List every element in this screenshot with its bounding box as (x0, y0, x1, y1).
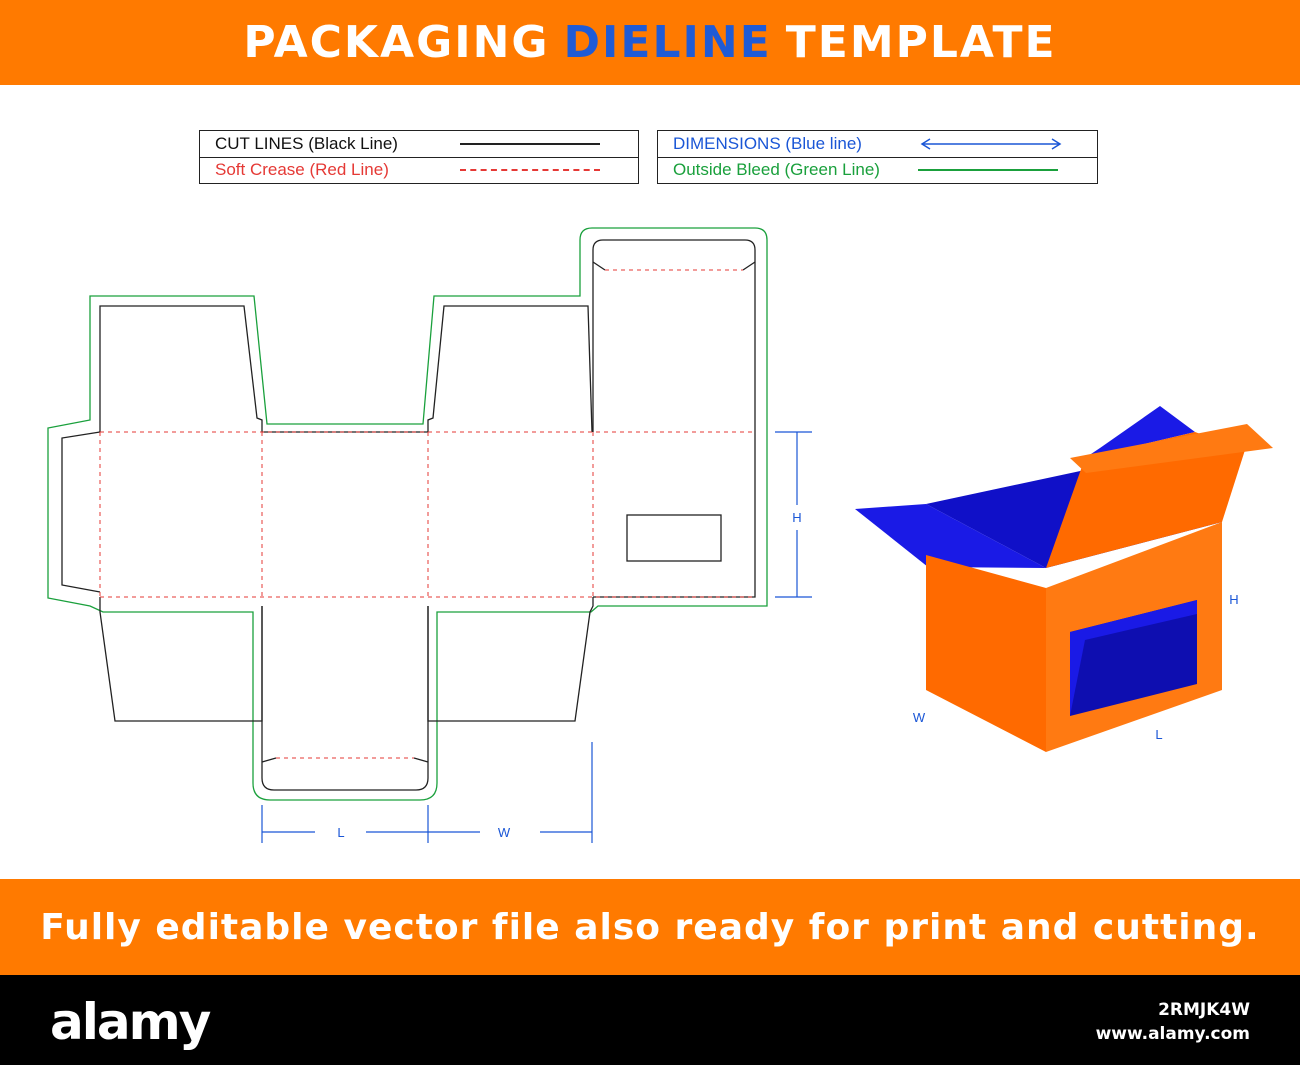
legend-row-bleed: Outside Bleed (Green Line) (658, 157, 1097, 183)
crease-lines (99, 269, 755, 759)
legend-row-cut: CUT LINES (Black Line) (200, 131, 638, 158)
title-part-1: PACKAGING (243, 17, 550, 68)
title-part-3: TEMPLATE (785, 17, 1057, 68)
cut-line-sample (460, 143, 600, 145)
title-banner: PACKAGING DIELINE TEMPLATE (0, 0, 1300, 85)
dimension-lines (261, 431, 812, 843)
watermark-bar (0, 975, 1300, 1065)
footer-text: Fully editable vector file also ready fo… (40, 906, 1260, 948)
crease-line-sample (460, 169, 600, 171)
legend-crease-label: Soft Crease (Red Line) (215, 160, 389, 179)
box-left-flap (855, 504, 1046, 568)
box-top-flap-edge (1070, 424, 1273, 473)
image-id: 2RMJK4W (1158, 1000, 1250, 1020)
box-3d-illustration (855, 406, 1273, 752)
legend-cut-label: CUT LINES (Black Line) (215, 134, 398, 153)
legend-row-dimensions: DIMENSIONS (Blue line) (658, 131, 1097, 158)
legend-right: DIMENSIONS (Blue line) Outside Bleed (Gr… (657, 130, 1098, 184)
dimension-label-h: H (792, 510, 801, 525)
bleed-line-sample (918, 169, 1058, 171)
box-window-inner (1070, 600, 1197, 716)
dimension-label-l: L (337, 825, 344, 840)
legend-row-crease: Soft Crease (Red Line) (200, 157, 638, 183)
legend-dimensions-label: DIMENSIONS (Blue line) (673, 134, 862, 153)
title-part-2: DIELINE (563, 17, 772, 68)
site-url: www.alamy.com (1095, 1024, 1250, 1044)
legend-left: CUT LINES (Black Line) Soft Crease (Red … (199, 130, 639, 184)
box-label-h: H (1229, 592, 1238, 607)
box-back-flap (1085, 406, 1195, 458)
box-label-l: L (1155, 727, 1162, 742)
dieline-diagram: H L W H W L (47, 227, 1273, 843)
box-label-w: W (913, 710, 926, 725)
dimension-label-w: W (498, 825, 511, 840)
alamy-logo: alamy (50, 993, 211, 1051)
box-left-face (926, 555, 1046, 752)
dimension-arrow-sample (920, 138, 1062, 150)
cut-lines (61, 239, 756, 791)
bleed-outline (47, 227, 768, 801)
legend-bleed-label: Outside Bleed (Green Line) (673, 160, 880, 179)
footer-banner: Fully editable vector file also ready fo… (0, 879, 1300, 975)
